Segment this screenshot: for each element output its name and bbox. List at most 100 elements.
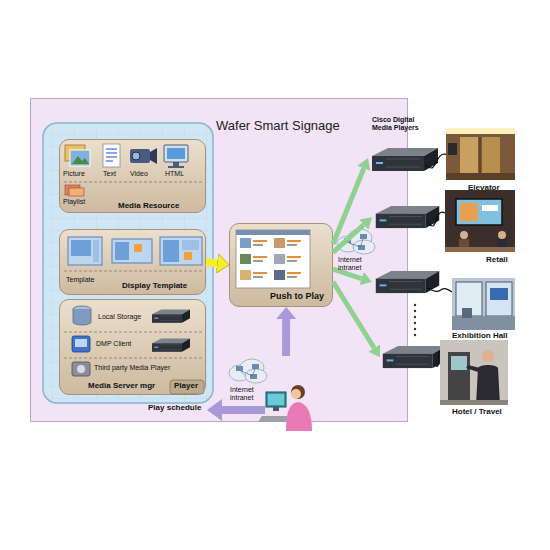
screen-thumbnail (287, 256, 301, 258)
user-workstation (268, 394, 284, 405)
player-hotel (476, 365, 500, 405)
media-icons (130, 149, 150, 163)
user-workstation (291, 389, 301, 399)
player-elevator (460, 137, 478, 173)
box-text: HTML (165, 170, 184, 178)
screen-thumbnail (287, 244, 297, 246)
screen-thumbnail (240, 270, 251, 280)
player-elevator (446, 173, 515, 180)
player-hotel (451, 356, 467, 370)
media-icons (168, 166, 184, 168)
player-exhibition (452, 278, 515, 330)
template-thumbnails (71, 240, 91, 256)
user-workstation (252, 364, 259, 369)
player-retail (428, 212, 445, 226)
screen-thumbnail (253, 244, 263, 246)
player-elevator (448, 143, 457, 155)
player-retail (460, 231, 468, 239)
continuation-dots (414, 304, 416, 306)
box-text: DMP Client (96, 340, 131, 348)
box-text: Wafer Smart Signage (216, 119, 340, 133)
template-thumbnails (64, 271, 203, 272)
operator-group: Internet intranet (226, 356, 316, 431)
user-workstation (250, 374, 257, 379)
media-icons (69, 188, 84, 196)
player-exhibition (376, 271, 439, 293)
player-retail (460, 203, 478, 221)
server-icons (72, 362, 90, 376)
continuation-dots (414, 310, 416, 312)
display-site: Elevator (368, 125, 518, 197)
player-elevator (482, 137, 500, 173)
continuation-dots (414, 322, 416, 324)
player-elevator (446, 128, 515, 134)
server-icons (72, 336, 90, 352)
process-box: Push to Play (229, 223, 333, 307)
user-workstation (226, 356, 316, 431)
media-icons (106, 156, 117, 157)
user-workstation (253, 369, 255, 374)
server-icons (152, 339, 190, 352)
display-site: Exhibition Hall (372, 268, 520, 346)
media-icons (150, 148, 157, 164)
display-site: Hotel / Travel (380, 338, 520, 422)
template-thumbnails (134, 244, 142, 252)
screen-thumbnail (236, 230, 310, 235)
server-icons (75, 339, 87, 347)
screen-thumbnail (236, 230, 310, 288)
media-icons (106, 160, 113, 161)
continuation-dots (414, 328, 416, 330)
media-icons (167, 148, 185, 159)
template-thumbnails (115, 242, 129, 260)
screen-thumbnail (274, 254, 285, 264)
server-icons (170, 380, 204, 394)
player-retail (456, 199, 502, 225)
box-text: Text (103, 170, 116, 178)
user-workstation (245, 369, 267, 383)
template-thumbnails (163, 240, 179, 262)
player-exhibition (462, 308, 472, 318)
screen-thumbnail (240, 238, 251, 248)
player-retail (445, 247, 515, 252)
screen-thumbnail (274, 238, 285, 248)
continuation-dots (414, 316, 416, 318)
server-icons (64, 332, 203, 333)
player-exhibition (452, 316, 515, 330)
box-text: Exhibition Hall (452, 332, 508, 341)
box-text: Display Template (122, 282, 187, 291)
user-workstation (241, 371, 253, 376)
player-hotel (434, 352, 440, 367)
player-hotel (383, 346, 446, 368)
screen-thumbnail (287, 260, 297, 262)
player-elevator (480, 137, 481, 173)
media-icons (70, 150, 90, 166)
screen-thumbnail (253, 240, 267, 242)
box-text: Video (130, 170, 148, 178)
screen-thumbnail (274, 270, 285, 280)
screen-thumbnail (253, 256, 267, 258)
screen-thumbnail (240, 254, 251, 264)
panel-art (43, 123, 213, 403)
user-workstation (286, 402, 312, 431)
box-text: Hotel / Travel (452, 408, 502, 417)
module-box: Local StorageDMP ClientThird party Media… (59, 299, 206, 395)
screen-thumbnail (253, 272, 267, 274)
box-text: Media Server mgr (88, 382, 155, 391)
player-hotel (448, 352, 470, 402)
player-retail (482, 205, 498, 211)
player-elevator (372, 148, 438, 171)
server-icons (73, 309, 91, 325)
player-retail (498, 231, 506, 239)
user-workstation (266, 392, 286, 407)
box-text: Player (174, 382, 198, 391)
continuation-dots (414, 334, 416, 336)
panel-art (43, 123, 213, 403)
template-thumbnails (182, 240, 199, 250)
continuation-dots (414, 304, 416, 336)
media-icons (106, 148, 117, 149)
screen-thumbnail (287, 272, 301, 274)
box-text: Picture (63, 170, 85, 178)
player-exhibition (490, 288, 508, 300)
module-box: PictureTextVideoHTMLPlaylistMedia Resour… (59, 139, 206, 213)
